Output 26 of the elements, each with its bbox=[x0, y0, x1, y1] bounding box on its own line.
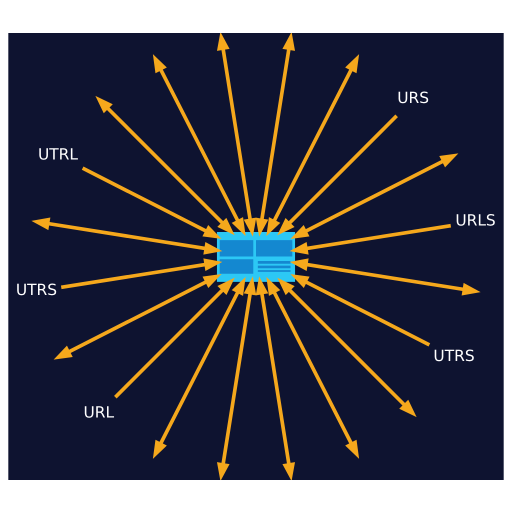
arrow bbox=[256, 32, 296, 236]
arrow bbox=[152, 276, 246, 458]
node-text: UTRS bbox=[16, 280, 58, 298]
arrow bbox=[277, 277, 417, 417]
arrow bbox=[266, 54, 360, 236]
arrow bbox=[54, 274, 222, 360]
arrow bbox=[216, 276, 256, 480]
arrow bbox=[31, 216, 222, 254]
arrow bbox=[290, 274, 430, 346]
arrow bbox=[277, 114, 398, 235]
arrow bbox=[256, 276, 296, 480]
node-text: URL bbox=[84, 402, 114, 421]
arrow bbox=[152, 54, 246, 236]
arrow bbox=[114, 277, 235, 398]
arrow bbox=[95, 95, 235, 235]
arrow bbox=[290, 223, 452, 254]
node-text: URS bbox=[397, 88, 430, 107]
arrow bbox=[266, 276, 360, 458]
arrow bbox=[216, 32, 256, 236]
arrow bbox=[290, 152, 458, 238]
arrow bbox=[82, 166, 222, 238]
node-text: UTRS bbox=[433, 346, 475, 365]
node-text: URLS bbox=[455, 210, 496, 229]
node-text: UTRL bbox=[38, 144, 78, 163]
arrow bbox=[290, 258, 481, 296]
arrow bbox=[60, 258, 222, 289]
